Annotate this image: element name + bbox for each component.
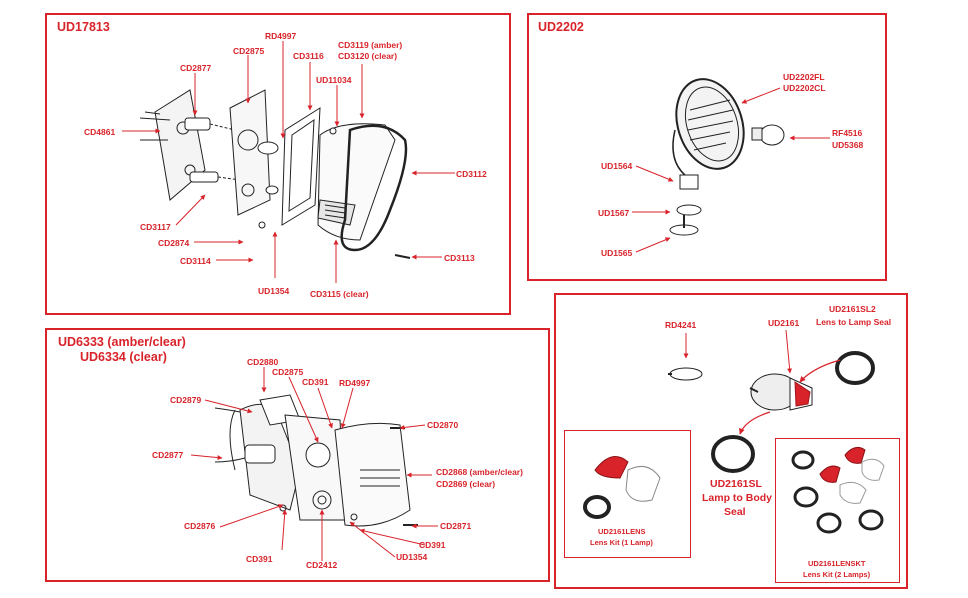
lens-kit-caption: Lens Kit (1 Lamp) [590,538,653,547]
label-cd3115: CD3115 (clear) [310,289,369,299]
label-cd391-c: CD391 [246,554,273,564]
label-cd2871: CD2871 [440,521,472,531]
label-ud2202cl: UD2202CL [783,83,826,93]
label-cd3112: CD3112 [456,169,487,179]
label-ud2161sl2-desc: Lens to Lamp Seal [816,317,892,327]
label-cd4861: CD4861 [84,127,116,137]
panel-ud17813 [45,13,511,315]
label-ud2161sl-desc-2: Seal [724,506,746,518]
label-cd2412: CD2412 [306,560,338,570]
label-cd2869: CD2869 (clear) [436,479,496,489]
label-ud2161sl2: UD2161SL2 [829,304,876,314]
label-ud1565: UD1565 [601,248,633,258]
label-rf4516: RF4516 [832,128,863,138]
label-cd2870: CD2870 [427,420,459,430]
panel-title-ud6333: UD6333 (amber/clear) [58,335,186,349]
label-cd2880: CD2880 [247,357,279,367]
label-ud11034: UD11034 [316,75,352,85]
label-ud1354-b: UD1354 [396,552,428,562]
label-cd3113: CD3113 [444,253,475,263]
label-cd3119: CD3119 (amber) [338,40,403,50]
label-cd3114: CD3114 [180,256,211,266]
label-ud2202fl: UD2202FL [783,72,825,82]
label-rd4997: RD4997 [265,31,297,41]
label-cd391-b: CD391 [419,540,446,550]
label-cd3116: CD3116 [293,51,324,61]
panel-title-ud17813: UD17813 [57,20,110,34]
label-ud2161: UD2161 [768,318,800,328]
label-rd4997-b: RD4997 [339,378,371,388]
label-rd4241: RD4241 [665,320,697,330]
label-cd2877-b: CD2877 [152,450,184,460]
label-ud5368: UD5368 [832,140,864,150]
panel-title-ud6334: UD6334 (clear) [80,350,167,364]
label-cd2876: CD2876 [184,521,216,531]
label-cd2877: CD2877 [180,63,212,73]
label-cd3117: CD3117 [140,222,171,232]
label-cd2874: CD2874 [158,238,190,248]
label-cd2875-b: CD2875 [272,367,304,377]
label-ud1354-a: UD1354 [258,286,290,296]
lens-kit-2-code: UD2161LENSKT [808,559,866,568]
label-ud2161sl-desc-1: Lamp to Body [702,492,772,504]
label-cd2879: CD2879 [170,395,202,405]
panel-title-ud2202: UD2202 [538,20,584,34]
label-ud1567: UD1567 [598,208,630,218]
label-ud1564: UD1564 [601,161,633,171]
label-cd2868: CD2868 (amber/clear) [436,467,523,477]
label-cd2875: CD2875 [233,46,265,56]
lens-kit-2-caption: Lens Kit (2 Lamps) [803,570,871,579]
lens-kit-code: UD2161LENS [598,527,646,536]
label-cd3120: CD3120 (clear) [338,51,398,61]
label-ud2161sl: UD2161SL [710,478,762,490]
label-cd391-a: CD391 [302,377,329,387]
